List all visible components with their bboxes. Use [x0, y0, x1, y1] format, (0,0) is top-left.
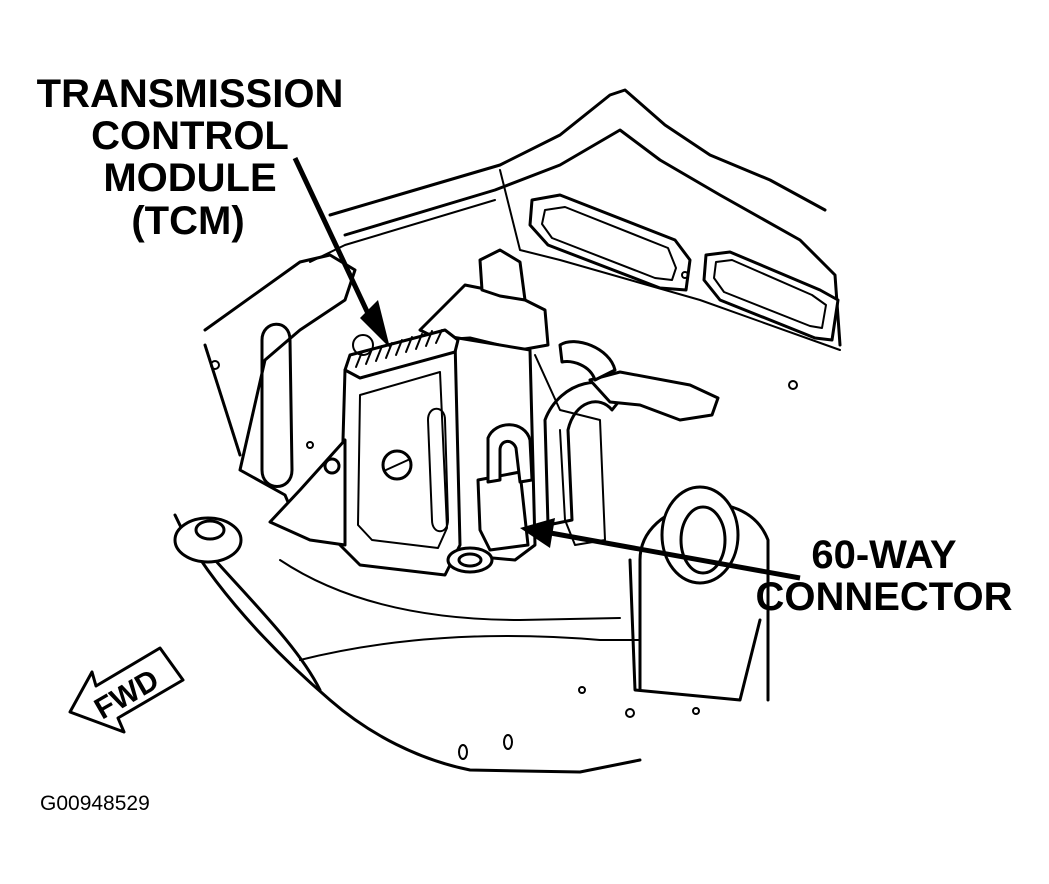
connector-label-line1: 60-WAY [811, 533, 957, 577]
hole-8 [681, 271, 689, 279]
upper-hose [558, 340, 617, 382]
tcm-screw-slot [385, 459, 409, 471]
figure-id: G00948529 [40, 792, 150, 815]
tcm-leader-arrow [292, 156, 390, 348]
tcm-callout: TRANSMISSION CONTROL MODULE (TCM) [37, 72, 344, 243]
hole-6 [210, 360, 220, 370]
connector-callout: 60-WAY CONNECTOR [755, 533, 1012, 619]
heater-hose-end [588, 370, 720, 422]
tcm-label-line4: (TCM) [131, 199, 244, 243]
hole-7 [306, 441, 314, 449]
cowl-vent-left-inner [541, 206, 677, 281]
tcm-bracket-tab [478, 248, 527, 302]
fwd-arrow-icon [68, 646, 185, 734]
left-hose [260, 322, 294, 488]
cowl-vent-right-inner [713, 259, 827, 329]
connector-housing [476, 470, 530, 552]
hole-9 [788, 380, 798, 390]
lower-channel [628, 558, 762, 702]
tcm-label-line1: TRANSMISSION [37, 72, 344, 116]
floor-grommet-inner [194, 519, 226, 541]
ear-bolt [323, 457, 341, 475]
tcm-label-line3: MODULE [103, 156, 276, 200]
hole-2 [503, 734, 513, 750]
left-fender-edge [203, 343, 242, 457]
tcm-window [427, 407, 449, 533]
lower-panel [299, 635, 641, 661]
cowl-vent-left [528, 193, 692, 292]
floor-pan-edge [213, 558, 322, 692]
fwd-arrow: FWD [68, 646, 185, 734]
floor-crease [279, 559, 621, 621]
cowl-top [328, 88, 827, 217]
left-fender-flange [309, 199, 496, 263]
hole-10 [352, 334, 374, 356]
cowl-vent-right [702, 250, 840, 342]
hole-1 [458, 744, 468, 760]
bracket-arm [534, 354, 606, 546]
drain-hole-inner [457, 552, 483, 568]
hole-4 [578, 686, 586, 694]
engine-bay-drawing [173, 88, 842, 774]
hole-3 [625, 708, 635, 718]
tcm-label-line2: CONTROL [91, 114, 289, 158]
floor-pan [173, 513, 642, 774]
cowl-lower [343, 128, 842, 347]
connector-leader-arrow [520, 518, 801, 581]
connector-cable [486, 423, 534, 484]
tcm-front-inner [357, 371, 448, 549]
hole-5 [692, 707, 700, 715]
cowl-crease [499, 169, 841, 351]
connector-label-line2: CONNECTOR [755, 575, 1012, 619]
